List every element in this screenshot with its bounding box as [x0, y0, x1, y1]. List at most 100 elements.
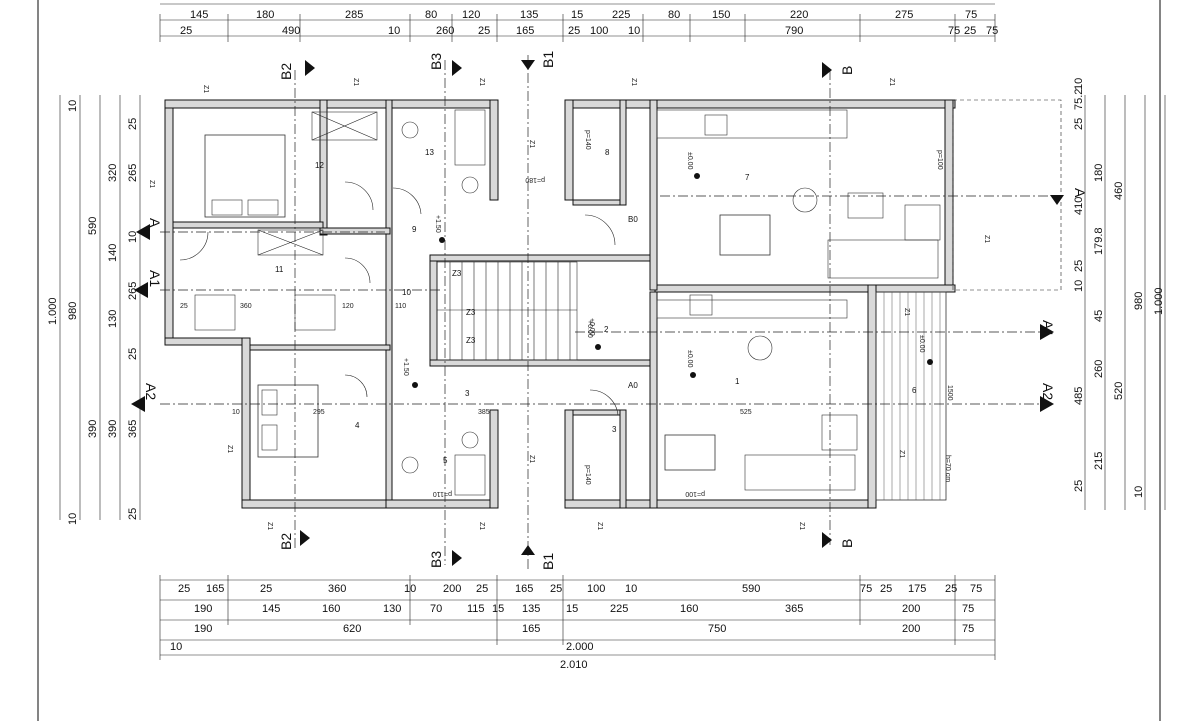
dim-left-7: 140	[107, 244, 119, 262]
z1-label-10: Z1	[478, 522, 485, 530]
room-5: 5	[443, 456, 448, 465]
dim-left-13: 390	[87, 420, 99, 438]
dim-top-3: 285	[345, 9, 363, 21]
dim-left-9: 1.000	[47, 297, 59, 325]
z1-label-15: Z1	[528, 140, 535, 148]
dim-right-10: 45	[1093, 310, 1105, 322]
dim-bot2-8: 135	[522, 603, 540, 615]
sill-room1: p=100	[685, 490, 705, 497]
dim-bot2-1: 190	[194, 603, 212, 615]
wall-type-labels: Z1 Z1 Z1 Z1 Z1 Z1 Z1 Z1 Z1 Z1 Z1 Z1 Z1 Z…	[148, 78, 990, 530]
section-mark-b1-bottom: B1	[540, 553, 556, 570]
z1-label-5: Z1	[888, 78, 895, 86]
dim-left-10: 265	[127, 282, 139, 300]
dim-bot1-14: 25	[880, 583, 892, 595]
dim-top2-10: 790	[785, 25, 803, 37]
room-3: 3	[465, 389, 470, 398]
dim-left-16: 10	[67, 513, 79, 525]
sill-bath-left: p=110	[433, 490, 452, 497]
deck-height-note: h=70 cm	[944, 455, 951, 482]
dim-right-18: 10	[1133, 486, 1145, 498]
dim-bot1-15: 175	[908, 583, 926, 595]
right-dimension-chains: 10 75.2 25 180 460 410 179.8 25 10 45 98…	[1073, 78, 1166, 510]
room-13: 13	[425, 148, 434, 157]
section-mark-a2-left: A2	[143, 383, 159, 400]
dim-bot3-2: 620	[343, 623, 361, 635]
dim-left-14: 390	[107, 420, 119, 438]
dim-top2-5: 25	[478, 25, 490, 37]
section-mark-a1-right: A1	[1040, 320, 1056, 337]
dim-bot2-13: 200	[902, 603, 920, 615]
level-room2-b: +0.00	[586, 320, 593, 338]
dim-bot1-4: 360	[328, 583, 346, 595]
section-mark-b-bottom: B	[839, 539, 855, 548]
dim-room11-width: 360	[240, 303, 252, 310]
dim-top-12: 275	[895, 9, 913, 21]
z1-label-3: Z1	[478, 78, 485, 86]
dim-top-5: 120	[462, 9, 480, 21]
dim-bot4-edge: 10	[170, 641, 182, 653]
dim-top-4: 80	[425, 9, 437, 21]
top-dimension-chains: 145 180 285 80 120 135 15 225 80 150 220…	[159, 3, 998, 42]
dim-top2-1: 25	[180, 25, 192, 37]
z1-label-1: Z1	[202, 85, 209, 93]
room-a0: A0	[628, 381, 638, 390]
section-mark-b2-bottom: B2	[278, 533, 294, 550]
section-mark-b1-top: B1	[540, 51, 556, 68]
dim-bot2-9: 15	[566, 603, 578, 615]
dim-left-17: 25	[127, 508, 139, 520]
dim-top-6: 135	[520, 9, 538, 21]
dim-right-13: 485	[1073, 387, 1085, 405]
deck-hatch	[875, 291, 947, 501]
dim-bot2-6: 115	[467, 603, 485, 615]
room-numbers: 12 13 11 9 10 8 7 B0 Z3 Z3 Z3 2 A0 1 6 3…	[275, 148, 917, 465]
section-mark-b-top: B	[839, 66, 855, 75]
dim-top-9: 80	[668, 9, 680, 21]
dim-right-5: 460	[1113, 182, 1125, 200]
dim-top2-11: 75	[948, 25, 960, 37]
furniture	[194, 109, 941, 496]
dim-bot3-5: 200	[902, 623, 920, 635]
left-dimension-chains: 10 25 320 265 590 10 140 980 1.000 265 1…	[47, 95, 141, 525]
dim-left-12: 25	[127, 348, 139, 360]
dim-bot1-16: 25	[945, 583, 957, 595]
room-6: 6	[912, 386, 917, 395]
dim-room11-left: 25	[180, 303, 188, 310]
room-2: 2	[604, 325, 609, 334]
dim-left-3: 320	[107, 164, 119, 182]
staircase	[436, 261, 578, 361]
dim-left-5: 590	[87, 217, 99, 235]
dim-left-2: 25	[127, 118, 139, 130]
z1-label-16: Z1	[528, 455, 535, 463]
dim-room4-left: 10	[232, 409, 240, 416]
dim-top2-13: 75	[986, 25, 998, 37]
dim-bot2-4: 130	[383, 603, 401, 615]
dim-bot3-3: 165	[522, 623, 540, 635]
dim-bot1-1: 25	[178, 583, 190, 595]
dim-bot1-8: 165	[515, 583, 533, 595]
level-room2: +0.00	[588, 318, 595, 336]
dim-left-4: 265	[127, 164, 139, 182]
room-z3-c: Z3	[466, 336, 476, 345]
sill-hall-top: p=180	[525, 176, 545, 183]
dim-bot1-9: 25	[550, 583, 562, 595]
sill-kitchen: p=100	[936, 150, 943, 170]
room-z3-b: Z3	[466, 308, 476, 317]
room-12: 12	[315, 161, 324, 170]
section-mark-b2-top: B2	[278, 63, 294, 80]
dim-top2-9: 10	[628, 25, 640, 37]
section-mark-a-right: A	[1072, 188, 1088, 198]
room-7: 7	[745, 173, 750, 182]
z1-label-4: Z1	[630, 78, 637, 86]
dim-hall-width: 385	[478, 409, 490, 416]
section-mark-a-left: A	[147, 218, 163, 228]
room-8: 8	[605, 148, 610, 157]
dim-left-15: 365	[127, 420, 139, 438]
room-11: 11	[275, 265, 284, 274]
dim-top2-7: 25	[568, 25, 580, 37]
dim-left-8: 980	[67, 302, 79, 320]
sill-bath-top: p=140	[584, 130, 591, 150]
room-10: 10	[402, 288, 411, 297]
dim-bot1-17: 75	[970, 583, 982, 595]
section-mark-b3-bottom: B3	[428, 551, 444, 568]
